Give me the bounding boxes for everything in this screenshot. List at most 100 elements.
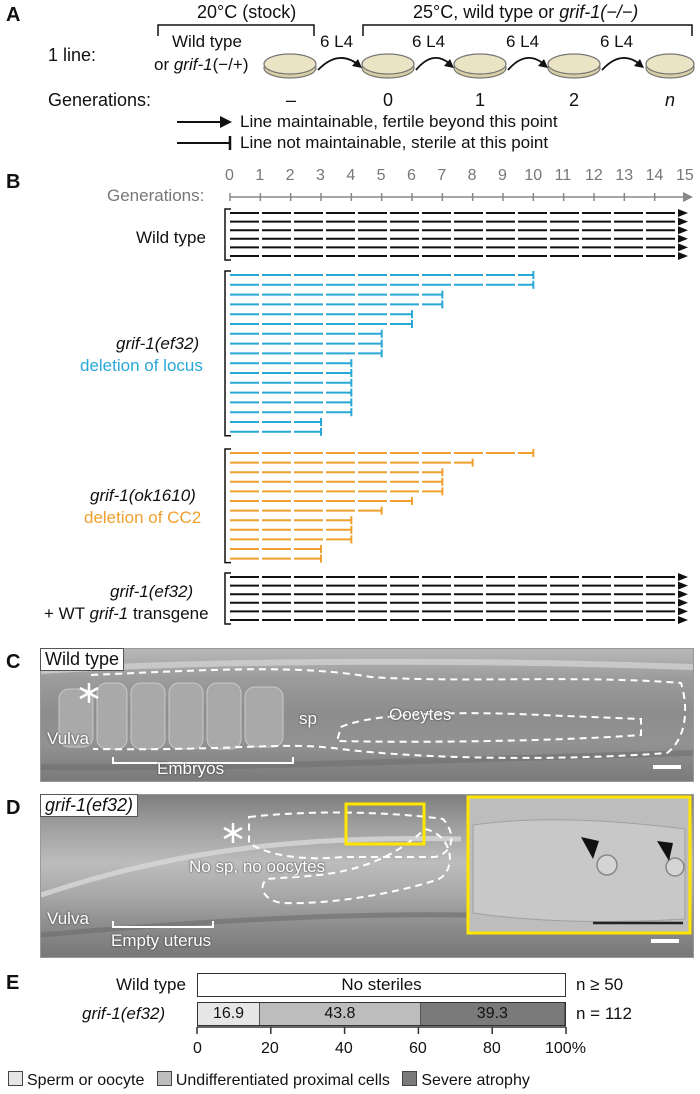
gonad-distal-tip-asterisk-d: [223, 823, 243, 843]
b-line-arrowhead: [678, 217, 688, 226]
b-line-arrowhead: [678, 590, 688, 599]
b-axis-tick-label: 1: [255, 167, 265, 184]
panel-b-label: B: [6, 171, 21, 193]
scale-bar-d: [651, 939, 679, 943]
e-tick-60: 60: [409, 1040, 427, 1057]
legend-swatch-light: [8, 1071, 23, 1086]
b-axis-tick-label: 13: [615, 167, 634, 184]
arrowhead-icon-1: [581, 837, 599, 859]
generation-0: 0: [383, 90, 394, 110]
b-line-arrowhead: [678, 226, 688, 235]
generation-stock: –: [286, 90, 297, 110]
b-axis-tick-label: 6: [407, 167, 416, 184]
b-axis-tick-label: 5: [376, 167, 386, 184]
panel-e-label: E: [6, 972, 20, 994]
e-axis: [196, 1026, 567, 1034]
petri-dish-genn: [645, 53, 695, 79]
e-bar-segment: 43.8: [260, 1003, 421, 1025]
group-wild-type-label: Wild type: [136, 228, 206, 247]
e-row-ef32-n: n = 112: [576, 1004, 632, 1023]
e-tick-40: 40: [335, 1040, 353, 1057]
group-rescue-label: grif-1(ef32): [110, 582, 194, 601]
b-line-arrowhead: [678, 209, 688, 217]
b-group-bracket: [224, 572, 231, 625]
generation-2: 2: [569, 90, 580, 110]
vulva-label-d: Vulva: [47, 909, 89, 928]
sperm-label-c: sp: [299, 709, 317, 728]
panel-a-label: A: [6, 4, 21, 26]
e-bar-wild-type-text: No steriles: [341, 975, 422, 994]
legend-item-severe-atrophy: Severe atrophy: [402, 1071, 530, 1089]
magnified-inset: [466, 795, 692, 935]
e-bar-segment: 39.3: [420, 1003, 565, 1025]
transfer-label-1: 6 L4: [320, 32, 354, 51]
legend-item-undifferentiated: Undifferentiated proximal cells: [156, 1071, 390, 1089]
e-tick-20: 20: [261, 1040, 279, 1057]
b-line-arrowhead: [678, 581, 688, 590]
panel-d-title: grif-1(ef32): [40, 794, 139, 817]
e-legend: Sperm or oocyte Undifferentiated proxima…: [8, 1071, 530, 1090]
b-line-arrowhead: [678, 616, 688, 624]
experiment-temperature-header: 25°C, wild type or grif-1(−/−): [413, 2, 639, 22]
legend-swatch-medium: [156, 1071, 172, 1086]
micrograph-wild-type-drawing: [41, 658, 693, 771]
transfer-label-4: 6 L4: [600, 32, 634, 51]
transfer-label-3: 6 L4: [506, 32, 540, 51]
b-group-bracket: [224, 448, 231, 564]
b-line-arrowhead: [678, 243, 688, 252]
line-label: 1 line:: [48, 45, 97, 65]
empty-uterus-label: Empty uterus: [111, 931, 212, 950]
b-axis-tick-label: 15: [676, 167, 694, 184]
e-tick-100: 100%: [545, 1040, 586, 1057]
petri-dish-gen2: [547, 53, 601, 79]
stock-genotype-wild-type: Wild type: [172, 32, 242, 51]
group-ef32-subtitle: deletion of locus: [80, 356, 203, 375]
b-axis-tick-label: 12: [585, 167, 603, 184]
b-axis-tick-label: 9: [498, 167, 507, 184]
embryos-label: Embryos: [157, 759, 225, 778]
b-axis-tick-label: 14: [645, 167, 664, 184]
micrograph-wild-type: Vulva sp Oocytes Embryos: [40, 648, 694, 782]
generation-1: 1: [475, 90, 486, 110]
e-row-wild-type-n: n ≥ 50: [576, 975, 624, 994]
stock-genotype-heterozygote: or grif-1(−/+): [154, 55, 249, 74]
panel-a-diagram: [157, 24, 695, 150]
b-axis-tick-label: 7: [437, 167, 447, 184]
group-ok1610-subtitle: deletion of CC2: [84, 508, 202, 527]
e-bar-wild-type: No steriles: [197, 973, 566, 997]
b-line-arrowhead: [678, 607, 688, 616]
gonad-distal-tip-asterisk: [79, 683, 99, 703]
e-row-ef32-label: grif-1(ef32): [82, 1004, 166, 1023]
b-group-bracket: [224, 208, 231, 261]
transfer-label-2: 6 L4: [412, 32, 446, 51]
b-axis-tick-label: 8: [467, 167, 477, 184]
b-axis-label: Generations:: [107, 186, 205, 205]
e-bar-segment: 16.9: [198, 1003, 261, 1025]
scale-bar: [653, 765, 681, 769]
panel-d-label: D: [6, 797, 21, 819]
b-axis-tick-label: 10: [524, 167, 543, 184]
panel-c-title: Wild type: [40, 648, 125, 671]
group-ef32-label: grif-1(ef32): [116, 334, 200, 353]
e-tick-0: 0: [193, 1040, 202, 1057]
stock-temperature-header: 20°C (stock): [197, 2, 297, 22]
b-axis-tick-label: 0: [225, 167, 234, 184]
legend-item-sperm-oocyte: Sperm or oocyte: [8, 1071, 144, 1089]
no-sperm-no-oocytes-label: No sp, no oocytes: [189, 857, 326, 876]
b-group-bracket: [224, 270, 231, 437]
b-axis-tick-label: 11: [554, 167, 572, 184]
b-axis-tick-label: 4: [346, 167, 356, 184]
b-line-arrowhead: [678, 252, 688, 260]
petri-dish-stock: [263, 53, 317, 79]
legend-maintainable: Line maintainable, fertile beyond this p…: [240, 112, 558, 131]
group-ok1610-label: grif-1(ok1610): [90, 486, 196, 505]
petri-dish-gen1: [453, 53, 507, 79]
b-line-arrowhead: [678, 234, 688, 243]
b-axis-tick-label: 3: [316, 167, 325, 184]
legend-swatch-dark: [402, 1071, 418, 1086]
b-line-arrowhead: [678, 573, 688, 581]
e-tick-80: 80: [483, 1040, 501, 1057]
oocytes-label: Oocytes: [389, 705, 452, 724]
group-rescue-subtitle: + WT grif-1 transgene: [44, 604, 209, 623]
